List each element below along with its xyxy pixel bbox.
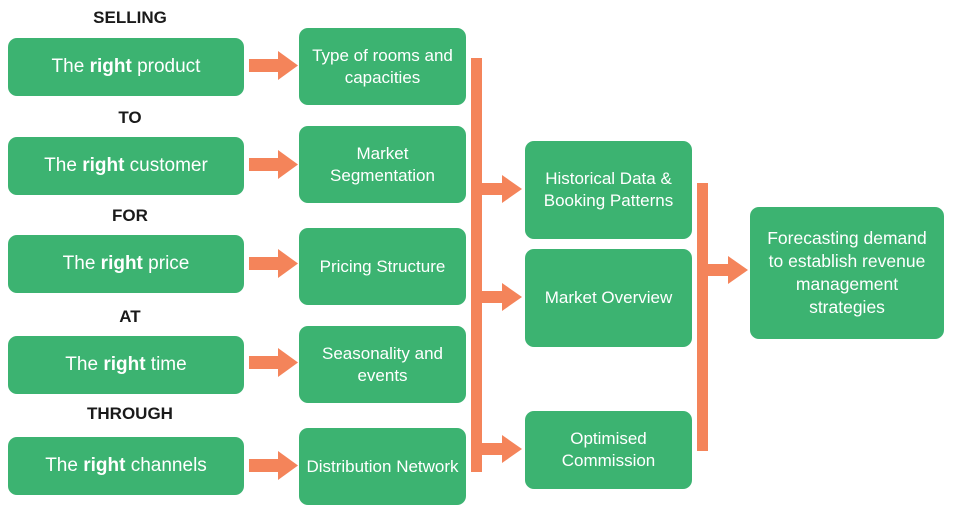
room-types-box: Type of rooms and capacities [299,28,466,105]
market-overview-box: Market Overview [525,249,692,347]
pricing-structure-box: Pricing Structure [299,228,466,305]
box-text-bold: right [89,56,132,77]
historical-data-box: Historical Data & Booking Patterns [525,141,692,239]
box-text-pre: The [44,155,83,176]
row-label-through: THROUGH [87,404,173,423]
box-text-pre: The [51,56,90,77]
row-label-at: AT [119,307,141,326]
box-text-pre: The [45,455,84,476]
right-channels-box: The right channels [8,437,244,495]
box-text-bold: right [83,455,126,476]
right-customer-box: The right customer [8,137,244,195]
right-price-box: The right price [8,235,244,293]
box-text-post: price [142,253,190,274]
forecasting-box: Forecasting demand to establish revenue … [750,207,944,339]
seasonality-box: Seasonality and events [299,326,466,403]
box-text-post: customer [124,155,208,176]
distribution-network-box: Distribution Network [299,428,466,505]
row-label-to: TO [118,108,142,127]
box-text-pre: The [62,253,101,274]
right-time-box: The right time [8,336,244,394]
box-text-pre: The [65,354,104,375]
box-text-bold: right [103,354,146,375]
optimised-commission-box: Optimised Commission [525,411,692,489]
row-label-selling: SELLING [93,8,167,27]
box-text-post: channels [125,455,207,476]
box-text-bold: right [82,155,125,176]
row-label-for: FOR [112,206,148,225]
box-text-post: product [131,56,201,77]
box-text-post: time [145,354,187,375]
box-text-bold: right [100,253,143,274]
right-product-box: The right product [8,38,244,96]
market-segmentation-box: Market Segmentation [299,126,466,203]
